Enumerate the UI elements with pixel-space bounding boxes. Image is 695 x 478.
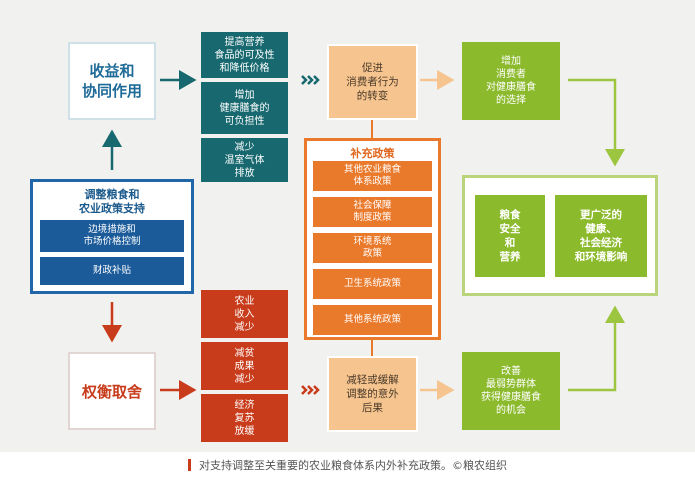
- diagram-canvas: 收益和 协同作用 调整粮食和 农业政策支持 边境措施和 市场价格控制 财政补贴 …: [0, 0, 695, 452]
- green-box-healthy-diet-choice: 增加 消费者 对健康膳食 的选择: [462, 42, 560, 120]
- complementary-item-environment: 环境系统 政策: [313, 233, 432, 263]
- green-box-vulnerable-access: 改善 最弱势群体 获得健康膳食 的机会: [462, 352, 560, 430]
- mitigate-consequences-box: 减轻或缓解 调整的意外 后果: [327, 356, 418, 432]
- teal-box-healthy-diet-affordability: 增加 健康膳食的 可负担性: [201, 82, 288, 134]
- outcome-food-security-nutrition: 粮食 安全 和 营养: [475, 195, 545, 277]
- chevrons-teal: [301, 75, 320, 85]
- policy-support-box: 调整粮食和 农业政策支持 边境措施和 市场价格控制 财政补贴: [30, 179, 194, 294]
- policy-support-title: 调整粮食和 农业政策支持: [79, 188, 145, 215]
- caption-text: 对支持调整至关重要的农业粮食体系内外补充政策。©粮农组织: [199, 459, 507, 472]
- outcomes-box: 粮食 安全 和 营养 更广泛的 健康、 社会经济 和环境影响: [462, 175, 658, 296]
- complementary-item-other: 其他系统政策: [313, 305, 432, 335]
- teal-box-nutritious-food-access: 提高营养 食品的可及性 和降低价格: [201, 32, 288, 78]
- chevrons-red: [301, 385, 320, 395]
- complementary-item-agrifood: 其他农业粮食 体系政策: [313, 161, 432, 191]
- arrow-green-bottom-to-outcomes: [568, 305, 625, 392]
- arrow-green-top-to-outcomes: [568, 78, 625, 167]
- benefits-synergies-box: 收益和 协同作用: [68, 42, 156, 120]
- red-box-farm-income-reduction: 农业 收入 减少: [201, 290, 288, 338]
- complementary-item-social-protection: 社会保障 制度政策: [313, 197, 432, 227]
- red-box-poverty-reduction-loss: 减贫 成果 减少: [201, 342, 288, 390]
- red-box-economic-recovery-slowdown: 经济 复苏 放缓: [201, 394, 288, 442]
- complementary-policies-box: 补充政策 其他农业粮食 体系政策 社会保障 制度政策 环境系统 政策 卫生系统政…: [304, 138, 441, 340]
- tradeoffs-box: 权衡取舍: [68, 352, 156, 430]
- complementary-item-health: 卫生系统政策: [313, 269, 432, 299]
- outcome-broader-impacts: 更广泛的 健康、 社会经济 和环境影响: [555, 195, 647, 277]
- caption-accent-bar: [188, 459, 191, 471]
- figure-caption: 对支持调整至关重要的农业粮食体系内外补充政策。©粮农组织: [0, 452, 695, 478]
- policy-item-fiscal-subsidies: 财政补贴: [40, 257, 184, 285]
- connector-arrows: [102, 70, 625, 400]
- teal-box-ghg-reduction: 减少 温室气体 排放: [201, 138, 288, 182]
- consumer-behavior-box: 促进 消费者行为 的转变: [327, 44, 418, 120]
- complementary-policies-title: 补充政策: [350, 147, 395, 160]
- policy-item-border-measures: 边境措施和 市场价格控制: [40, 220, 184, 252]
